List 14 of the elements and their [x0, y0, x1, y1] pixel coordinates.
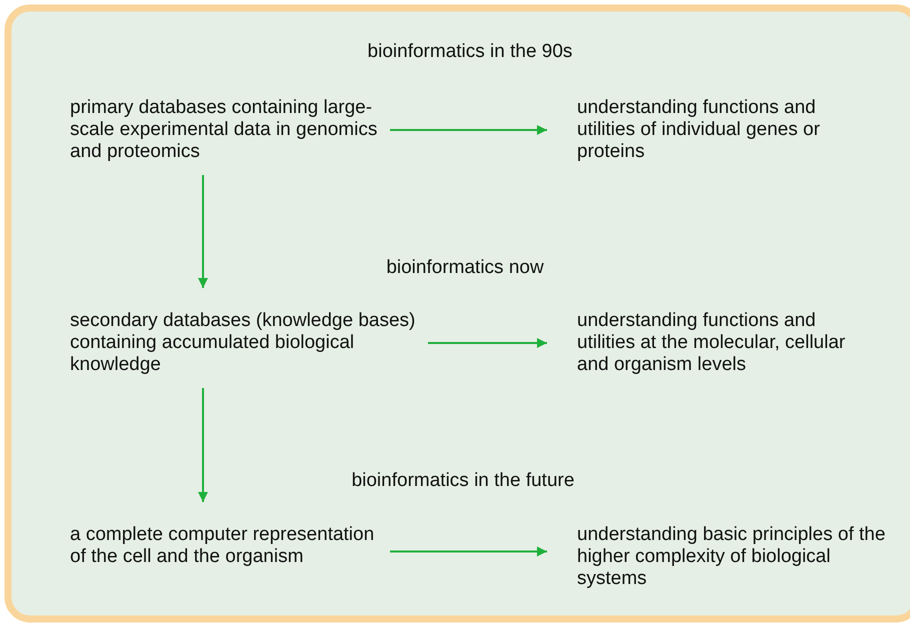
arrow — [390, 546, 547, 556]
arrow — [198, 388, 208, 502]
section-heading: bioinformatics now — [386, 257, 544, 279]
node-text: understanding functions and utilities of individual genes or proteins — [577, 97, 877, 163]
arrow — [198, 175, 208, 288]
arrow — [390, 125, 547, 135]
node-text: understanding basic principles of the higher complexity of biological systems — [577, 524, 897, 590]
node-text: primary databases containing large-scale experimental data in genomics and proteomics — [70, 97, 382, 163]
node-text: a complete computer representation of the cell and the organism — [70, 524, 382, 568]
node-text: understanding functions and utilities at the molecular, cellular and organism levels — [577, 310, 877, 376]
section-heading: bioinformatics in the future — [352, 470, 574, 492]
section-heading: bioinformatics in the 90s — [368, 41, 572, 63]
node-text: secondary databases (knowledge bases) containing accumulated biological knowledge — [70, 310, 420, 376]
arrow — [428, 338, 547, 348]
